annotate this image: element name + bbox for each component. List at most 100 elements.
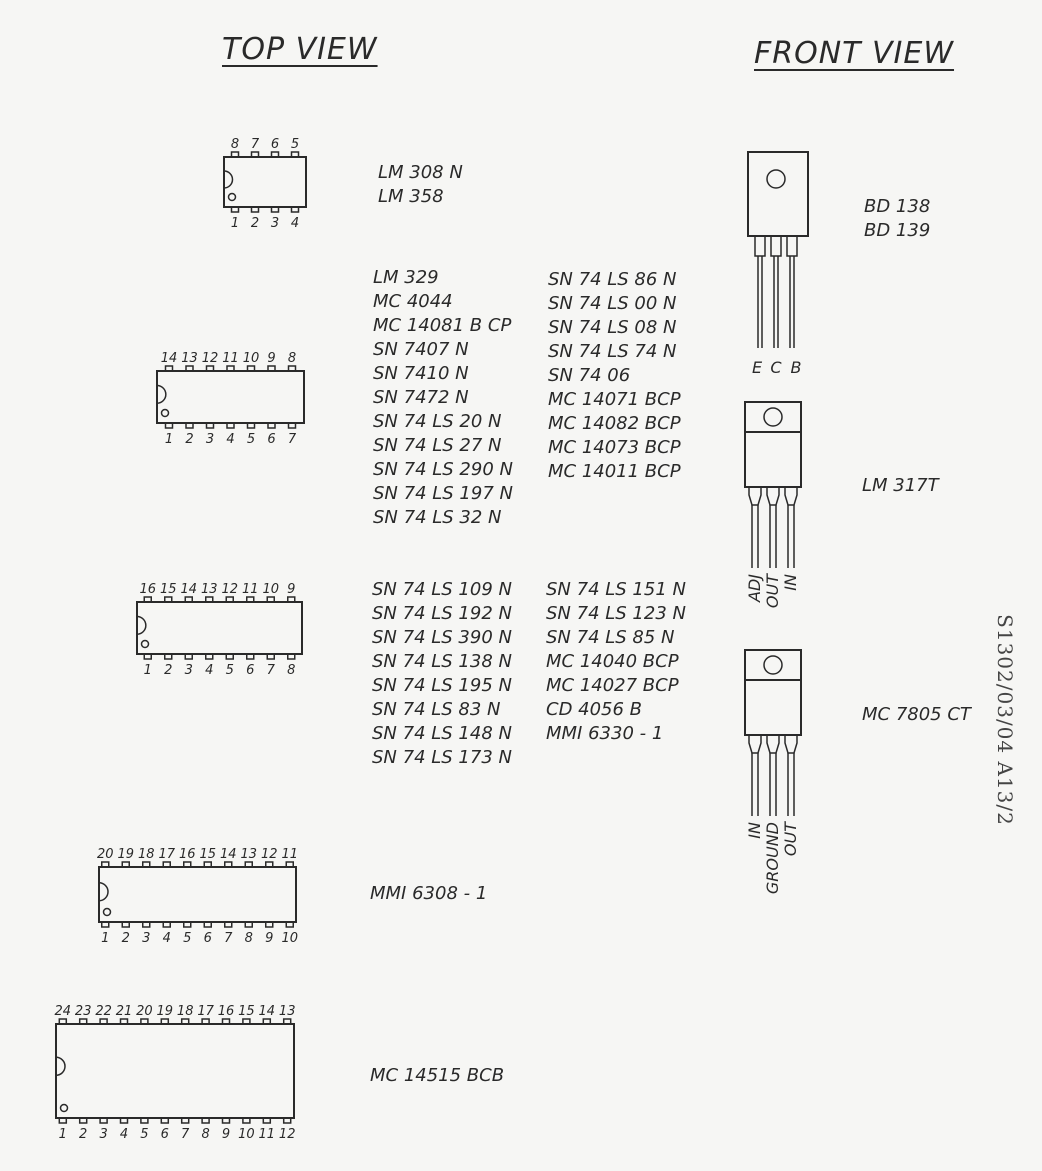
mounting-hole bbox=[763, 407, 783, 427]
top-pin-number: 16 bbox=[218, 1004, 235, 1019]
bottom-pin-number: 5 bbox=[247, 432, 255, 447]
pin1-notch bbox=[136, 615, 147, 635]
dip16-labels-col2: SN 74 LS 151 N SN 74 LS 123 N SN 74 LS 8… bbox=[546, 578, 686, 746]
part-number: SN 7407 N bbox=[373, 339, 469, 360]
top-pin-number: 15 bbox=[238, 1004, 255, 1019]
part-number: BD 138 bbox=[864, 196, 931, 217]
part-number: LM 329 bbox=[373, 267, 439, 288]
ic-body bbox=[136, 601, 303, 655]
top-pin-number: 10 bbox=[243, 351, 260, 366]
top-pin-number: 15 bbox=[199, 847, 216, 862]
bottom-pin-number: 2 bbox=[185, 432, 193, 447]
bottom-pin-number: 2 bbox=[122, 931, 130, 946]
part-number: SN 74 LS 32 N bbox=[373, 507, 502, 528]
bottom-pin-number: 1 bbox=[165, 432, 173, 447]
part-number: MC 4044 bbox=[373, 291, 453, 312]
ic-body bbox=[156, 370, 305, 424]
lead-shoulder bbox=[770, 235, 782, 257]
part-number: SN 74 06 bbox=[548, 365, 631, 386]
mounting-tab bbox=[744, 401, 802, 433]
bottom-pin-number: 4 bbox=[291, 216, 299, 231]
top-pin-number: 9 bbox=[267, 351, 275, 366]
bottom-pin-number: 1 bbox=[59, 1127, 67, 1142]
part-number: SN 7410 N bbox=[373, 363, 469, 384]
bd-labels: BD 138 BD 139 bbox=[864, 195, 930, 243]
part-number: SN 74 LS 20 N bbox=[373, 411, 502, 432]
top-pin-number: 16 bbox=[179, 847, 196, 862]
bottom-pin-number: 6 bbox=[204, 931, 212, 946]
part-number: MC 14040 BCP bbox=[546, 651, 679, 672]
top-pin-number: 17 bbox=[197, 1004, 214, 1019]
part-number: SN 74 LS 74 N bbox=[548, 341, 677, 362]
top-pin-number: 18 bbox=[138, 847, 155, 862]
part-number: SN 74 LS 27 N bbox=[373, 435, 502, 456]
bottom-pin-number: 6 bbox=[246, 663, 254, 678]
lead-label: E bbox=[752, 358, 763, 377]
side-reference-code: S1302/03/04 A13/2 bbox=[993, 614, 1017, 826]
bottom-pin-number: 7 bbox=[288, 432, 297, 447]
part-number: SN 74 LS 148 N bbox=[372, 723, 512, 744]
top-pin-number: 14 bbox=[180, 582, 197, 597]
top-pin-number: 13 bbox=[201, 582, 218, 597]
bottom-pin-number: 3 bbox=[271, 216, 279, 231]
lead-label: OUT bbox=[763, 573, 782, 608]
ic-body bbox=[98, 866, 297, 923]
bottom-pin-number: 5 bbox=[183, 931, 191, 946]
part-number: SN 74 LS 109 N bbox=[372, 579, 512, 600]
bottom-pin-number: 3 bbox=[99, 1127, 107, 1142]
front-view-heading: FRONT VIEW bbox=[754, 36, 955, 71]
part-number: MC 14515 BCB bbox=[370, 1065, 505, 1086]
part-number: BD 139 bbox=[864, 220, 931, 241]
top-pin-number: 21 bbox=[116, 1004, 133, 1019]
part-number: SN 74 LS 390 N bbox=[372, 627, 512, 648]
bottom-pin-number: 7 bbox=[224, 931, 233, 946]
pin1-notch bbox=[55, 1056, 66, 1077]
bottom-pin-number: 11 bbox=[259, 1127, 276, 1142]
top-pin-number: 13 bbox=[181, 351, 198, 366]
part-number: MC 14082 BCP bbox=[548, 413, 681, 434]
top-pin-number: 14 bbox=[259, 1004, 276, 1019]
bottom-pin-number: 5 bbox=[140, 1127, 148, 1142]
transistor-body bbox=[747, 151, 809, 237]
mounting-tab bbox=[744, 649, 802, 681]
part-number: SN 74 LS 85 N bbox=[546, 627, 675, 648]
pin1-dot bbox=[140, 639, 150, 649]
lead-shoulder bbox=[784, 487, 798, 506]
top-pin-number: 12 bbox=[261, 847, 278, 862]
pin1-notch bbox=[98, 882, 109, 902]
bottom-pin-number: 3 bbox=[185, 663, 193, 678]
bottom-pin-number: 10 bbox=[238, 1127, 255, 1142]
bottom-pin-number: 12 bbox=[279, 1127, 296, 1142]
dip16-labels-col1: SN 74 LS 109 N SN 74 LS 192 N SN 74 LS 3… bbox=[372, 578, 512, 770]
part-number: SN 7472 N bbox=[373, 387, 469, 408]
pin1-notch bbox=[223, 170, 234, 189]
transistor-body bbox=[744, 679, 802, 736]
bottom-pin-number: 8 bbox=[245, 931, 253, 946]
part-number: SN 74 LS 197 N bbox=[373, 483, 513, 504]
lead-label: IN bbox=[745, 822, 764, 839]
part-number: SN 74 LS 192 N bbox=[372, 603, 512, 624]
lead-shoulder bbox=[786, 235, 798, 257]
top-pin-number: 8 bbox=[288, 351, 296, 366]
top-pin-number: 19 bbox=[157, 1004, 174, 1019]
top-pin-number: 9 bbox=[287, 582, 295, 597]
top-pin-number: 24 bbox=[55, 1004, 72, 1019]
mc7805-label: MC 7805 CT bbox=[862, 703, 971, 727]
bottom-pin-number: 2 bbox=[79, 1127, 87, 1142]
lead-shoulder bbox=[754, 235, 766, 257]
lead-label: B bbox=[791, 358, 802, 377]
lead-shoulder bbox=[748, 735, 762, 754]
top-pin-number: 13 bbox=[279, 1004, 296, 1019]
top-pin-number: 12 bbox=[202, 351, 219, 366]
bottom-pin-number: 9 bbox=[265, 931, 273, 946]
bottom-pin-number: 2 bbox=[164, 663, 172, 678]
bottom-pin-number: 10 bbox=[281, 931, 298, 946]
ic-body bbox=[55, 1023, 295, 1119]
top-pin-number: 7 bbox=[251, 137, 260, 152]
pin1-dot bbox=[160, 408, 170, 418]
